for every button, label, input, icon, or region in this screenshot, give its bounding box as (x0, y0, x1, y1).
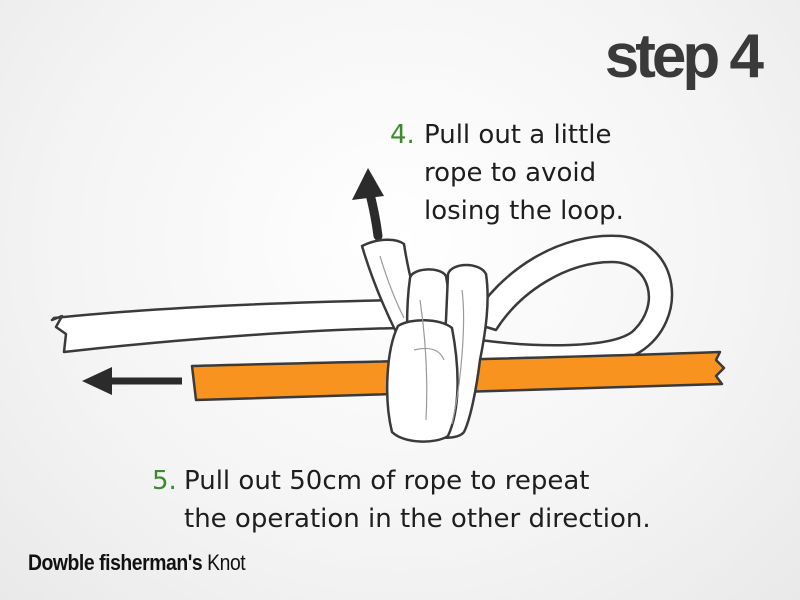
instruction-line: losing the loop. (424, 196, 624, 226)
caption-bold: Dowble fisherman's (28, 550, 203, 575)
instruction-line: rope to avoid (424, 158, 597, 188)
instruction-line: Pull out 50cm of rope to repeat (184, 466, 590, 496)
instruction-line: Pull out a little (424, 120, 612, 150)
instruction-number: 5. (152, 466, 177, 496)
caption-regular: Knot (207, 550, 246, 575)
arrow-up-icon (352, 168, 384, 241)
arrow-left-icon (82, 367, 182, 395)
instruction-line: the operation in the other direction. (184, 504, 651, 534)
instruction-number: 4. (390, 120, 415, 150)
knot-caption: Dowble fisherman's Knot (28, 550, 246, 576)
white-rope-standing (50, 298, 402, 354)
step-title: step 4 (604, 22, 764, 91)
white-rope-wrap-3 (385, 319, 459, 443)
white-rope-loop (468, 234, 674, 368)
